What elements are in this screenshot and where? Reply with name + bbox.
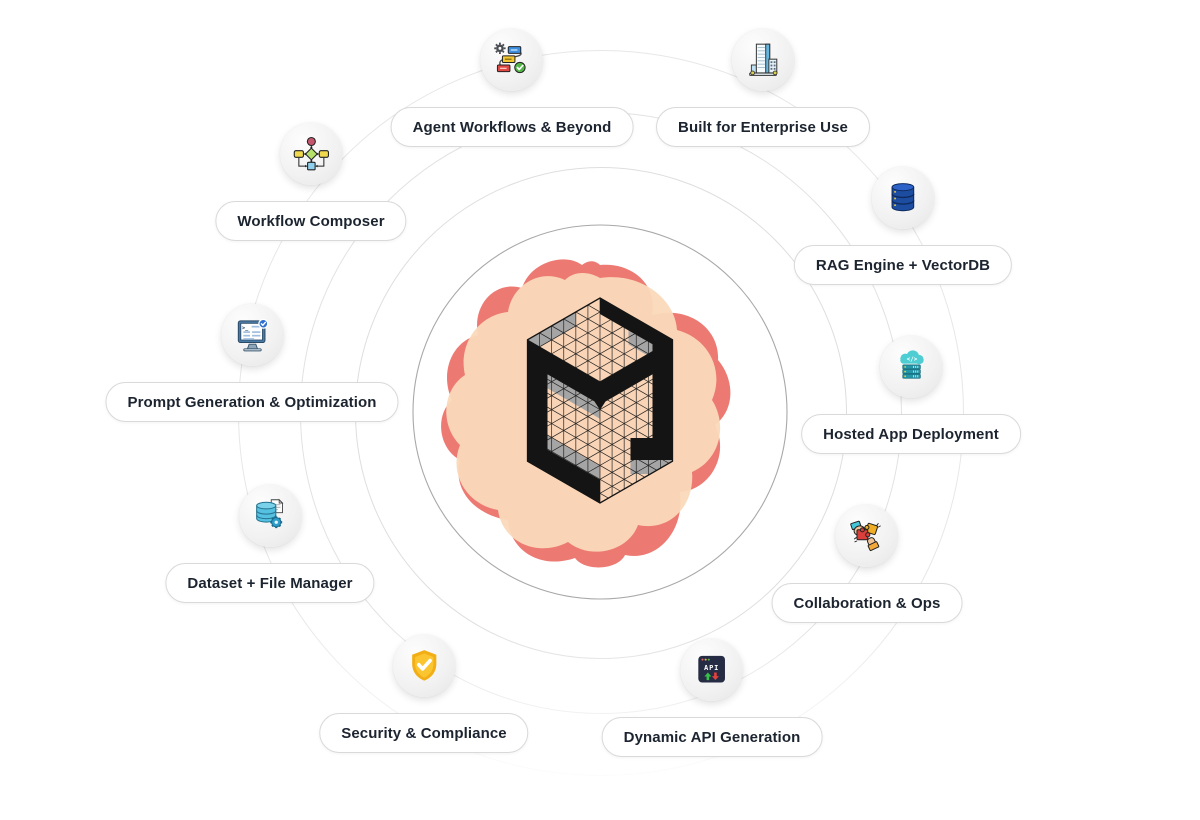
prompt-monitor-icon (220, 304, 283, 366)
feature-pill-security[interactable]: Security & Compliance (319, 713, 529, 753)
feature-prompt-generation: Prompt Generation & Optimization (105, 304, 399, 422)
feature-pill-api-generation[interactable]: Dynamic API Generation (601, 717, 823, 757)
feature-pill-agent-workflows[interactable]: Agent Workflows & Beyond (390, 107, 634, 147)
feature-agent-workflows: Agent Workflows & Beyond (390, 29, 634, 147)
feature-collaboration: Collaboration & Ops (771, 505, 963, 623)
enterprise-building-icon (732, 29, 794, 91)
feature-hosted-app: Hosted App Deployment (801, 336, 1021, 454)
feature-pill-workflow-composer[interactable]: Workflow Composer (215, 201, 407, 241)
feature-dataset-manager: Dataset + File Manager (165, 485, 375, 603)
feature-workflow-composer: Workflow Composer (215, 123, 407, 241)
center-artwork (412, 224, 788, 600)
vector-db-icon (871, 167, 934, 229)
api-window-icon (680, 639, 743, 701)
shield-check-icon (392, 635, 455, 697)
dataset-file-icon (239, 485, 301, 547)
feature-api-generation: Dynamic API Generation (601, 639, 823, 757)
feature-pill-rag-engine[interactable]: RAG Engine + VectorDB (793, 245, 1013, 285)
feature-pill-prompt-generation[interactable]: Prompt Generation & Optimization (105, 382, 399, 422)
feature-pill-hosted-app[interactable]: Hosted App Deployment (801, 414, 1021, 454)
workflow-blocks-icon (481, 29, 543, 91)
feature-enterprise: Built for Enterprise Use (656, 29, 870, 147)
puzzle-hands-icon (836, 505, 898, 567)
feature-security: Security & Compliance (319, 635, 529, 753)
feature-rag-engine: RAG Engine + VectorDB (793, 167, 1013, 285)
cloud-server-icon (879, 336, 942, 398)
m-cube-logo (526, 297, 674, 504)
flowchart-icon (280, 123, 342, 185)
feature-pill-enterprise[interactable]: Built for Enterprise Use (656, 107, 870, 147)
feature-pill-collaboration[interactable]: Collaboration & Ops (771, 583, 963, 623)
inner-orbit-ring (412, 224, 788, 600)
feature-pill-dataset-manager[interactable]: Dataset + File Manager (165, 563, 375, 603)
